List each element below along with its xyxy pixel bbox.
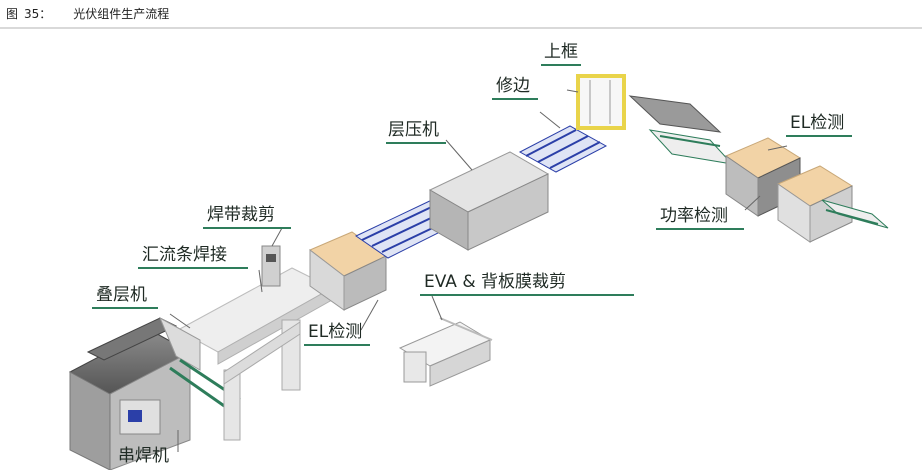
framing-station (576, 74, 626, 130)
gantry-frame (223, 319, 301, 441)
trim-conveyor (518, 125, 608, 173)
label-laminator-underline (386, 142, 446, 144)
finishing-conveyor (628, 95, 734, 165)
figure-number: 35： (24, 7, 52, 21)
label-ribbon-cutting-underline (203, 227, 291, 229)
label-layup-underline (92, 307, 158, 309)
label-el-top-underline (786, 135, 852, 137)
caption-divider (0, 27, 922, 29)
ribbon-cutter (261, 245, 281, 287)
label-el-mid: EL检测 (308, 322, 363, 342)
label-framing-underline (541, 64, 581, 66)
el-tester-top (776, 165, 854, 243)
label-busbar-welding: 汇流条焊接 (142, 245, 227, 265)
output-conveyor (821, 199, 889, 229)
label-layup: 叠层机 (96, 285, 147, 305)
leader-lines (169, 89, 788, 452)
figure-caption: 图 35： 光伏组件生产流程 (6, 5, 169, 22)
label-el-top: EL检测 (790, 113, 845, 133)
figure-title: 光伏组件生产流程 (73, 7, 170, 21)
label-ribbon-cutting: 焊带裁剪 (207, 205, 275, 225)
eva-cutter (398, 317, 493, 387)
label-eva-cutting-underline (420, 294, 634, 296)
label-stringer: 串焊机 (118, 446, 169, 466)
label-laminator: 层压机 (388, 120, 439, 140)
production-line-illustration (68, 74, 889, 470)
figure-label: 图 (6, 7, 19, 21)
label-busbar-welding-underline (138, 267, 248, 269)
label-power-test-underline (656, 228, 744, 230)
label-framing: 上框 (544, 42, 578, 62)
label-trimming: 修边 (496, 76, 530, 96)
label-trimming-underline (492, 98, 538, 100)
label-eva-cutting: EVA & 背板膜裁剪 (424, 272, 566, 292)
laminator (428, 151, 550, 251)
label-el-mid-underline (304, 344, 370, 346)
label-power-test: 功率检测 (660, 206, 728, 226)
